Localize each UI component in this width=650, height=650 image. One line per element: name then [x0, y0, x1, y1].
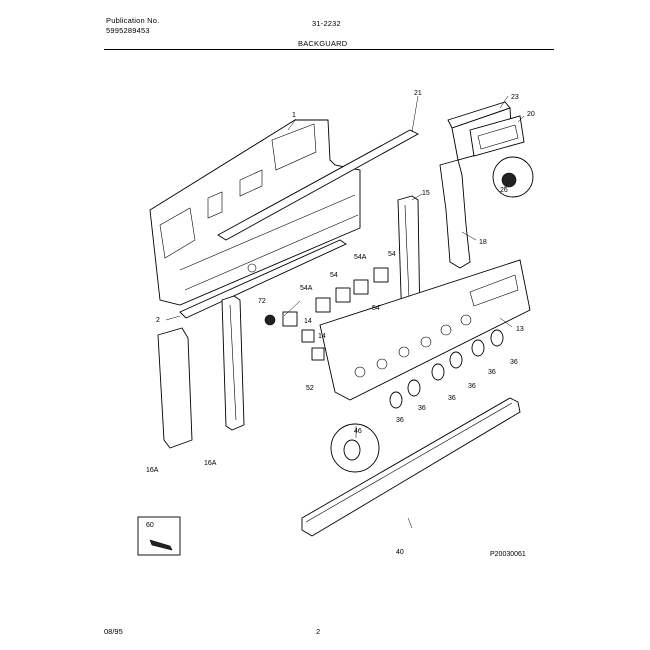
header-rule — [104, 49, 554, 50]
callout-15: 15 — [422, 190, 430, 197]
callout-52: 52 — [306, 385, 314, 392]
callout-54-top: 54 — [388, 251, 396, 258]
switch-part-14 — [301, 329, 315, 343]
callout-60: 60 — [146, 522, 154, 529]
top-trim-part-21 — [217, 129, 419, 241]
callout-54-mid: 54 — [330, 272, 338, 279]
publication-number: 5995289453 — [106, 26, 150, 35]
callout-20: 20 — [527, 111, 535, 118]
knob-part-36-a — [389, 391, 403, 409]
knob-part-36-b — [407, 379, 421, 397]
section-title: BACKGUARD — [298, 39, 348, 48]
callout-36-b: 36 — [488, 369, 496, 376]
callout-2: 2 — [156, 317, 160, 324]
control-panel-part-13 — [319, 259, 531, 401]
callout-16a-left: 16A — [146, 467, 159, 474]
knob-part-36-f — [490, 329, 504, 347]
switch-part-72 — [264, 311, 298, 327]
leader-lines — [165, 95, 525, 529]
back-panel-part-1 — [149, 119, 361, 306]
model-number: 31-2232 — [312, 19, 341, 28]
drawing-code: P20030061 — [490, 551, 526, 558]
callout-54-lower: 54 — [372, 305, 380, 312]
end-bracket-part-18 — [439, 159, 471, 269]
callout-21: 21 — [414, 90, 422, 97]
side-panel-part-16a-left — [157, 327, 193, 449]
callout-72: 72 — [258, 298, 266, 305]
clock-part-20 — [469, 115, 525, 157]
callout-26: 26 — [500, 187, 508, 194]
callout-18: 18 — [479, 239, 487, 246]
knob-detail-part-26 — [492, 156, 534, 198]
publication-label: Publication No. — [106, 16, 160, 25]
switch-part-54-top — [373, 267, 389, 283]
lower-strip-part-2 — [179, 239, 347, 319]
callout-54a-top: 54A — [354, 254, 367, 261]
callout-40: 40 — [396, 549, 404, 556]
knob-part-36-e — [471, 339, 485, 357]
callout-16a-right: 16A — [204, 460, 217, 467]
footer-date: 08/95 — [104, 627, 123, 636]
knob-part-36-c — [431, 363, 445, 381]
switch-part-54a-mid — [315, 297, 331, 313]
switch-part-52 — [311, 347, 325, 361]
switch-part-54a-top — [353, 279, 369, 295]
vertical-bracket-part-16a-right — [221, 295, 245, 431]
switch-part-54-mid — [335, 287, 351, 303]
callout-36-a: 36 — [510, 359, 518, 366]
callout-36-f: 36 — [396, 417, 404, 424]
callout-46: 46 — [354, 428, 362, 435]
callout-23: 23 — [511, 94, 519, 101]
footer-page-number: 2 — [316, 627, 321, 636]
callout-14-a: 14 — [304, 318, 312, 325]
callout-36-e: 36 — [418, 405, 426, 412]
knob-part-36-d — [449, 351, 463, 369]
lower-trim-part-40 — [301, 397, 521, 537]
callout-54a-mid: 54A — [300, 285, 313, 292]
callout-1: 1 — [292, 112, 296, 119]
hardware-inset-part-60 — [137, 516, 181, 556]
knob-detail-part-46 — [330, 423, 380, 473]
callout-36-d: 36 — [448, 395, 456, 402]
callout-14-b: 14 — [318, 333, 326, 340]
callout-36-c: 36 — [468, 383, 476, 390]
callout-13: 13 — [516, 326, 524, 333]
